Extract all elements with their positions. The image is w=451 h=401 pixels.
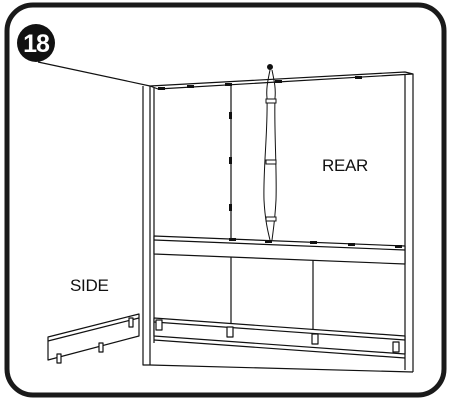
seam-clip-1 [229, 112, 232, 119]
band-clip-5 [395, 245, 402, 248]
side-wall-top-edge [37, 61, 151, 87]
cabinet-drawing [37, 61, 414, 373]
cord-line-left [263, 69, 271, 241]
band-clip-3 [310, 241, 317, 244]
side-rail-clip-1 [56, 353, 62, 364]
side-rail-clip-2 [98, 342, 104, 353]
cord-line-right [271, 69, 277, 241]
top-clip-2 [187, 85, 194, 88]
top-clip-3 [225, 83, 232, 86]
base-clip-2 [226, 326, 234, 338]
band-clip-1 [229, 238, 236, 241]
cord-clip-1 [265, 98, 277, 104]
seam-clip-3 [229, 204, 232, 211]
top-clip-5 [355, 76, 362, 79]
cord-clip-2 [265, 159, 277, 165]
side-floor-rail-top [47, 317, 140, 342]
band-clip-4 [348, 243, 355, 246]
floor-line [149, 364, 414, 373]
black-clips [158, 76, 402, 248]
cord-top-knob [267, 64, 273, 70]
side-rail-clip-3 [128, 317, 134, 328]
base-clip-3 [311, 333, 319, 345]
floor-line-inner [153, 339, 406, 359]
rear-base-rail-top [153, 321, 406, 341]
side-floor-rail [47, 313, 140, 361]
base-clip-4 [392, 341, 400, 353]
band-clip-2 [265, 240, 272, 243]
base-clip-1 [155, 319, 163, 331]
side-wall-front-edge [142, 86, 150, 366]
step-frame [4, 2, 447, 398]
side-label: SIDE [70, 276, 108, 295]
step-badge-circle [17, 24, 55, 62]
step-number: 18 [23, 30, 50, 58]
rear-label: REAR [322, 156, 368, 175]
top-clip-4 [275, 80, 282, 83]
seam-clip-2 [229, 157, 232, 164]
rear-mid-band-line [153, 239, 406, 251]
top-clip-1 [158, 87, 165, 90]
cord-clip-3 [265, 216, 277, 222]
hanging-cord [263, 64, 277, 241]
step-badge: 18 [17, 24, 55, 62]
